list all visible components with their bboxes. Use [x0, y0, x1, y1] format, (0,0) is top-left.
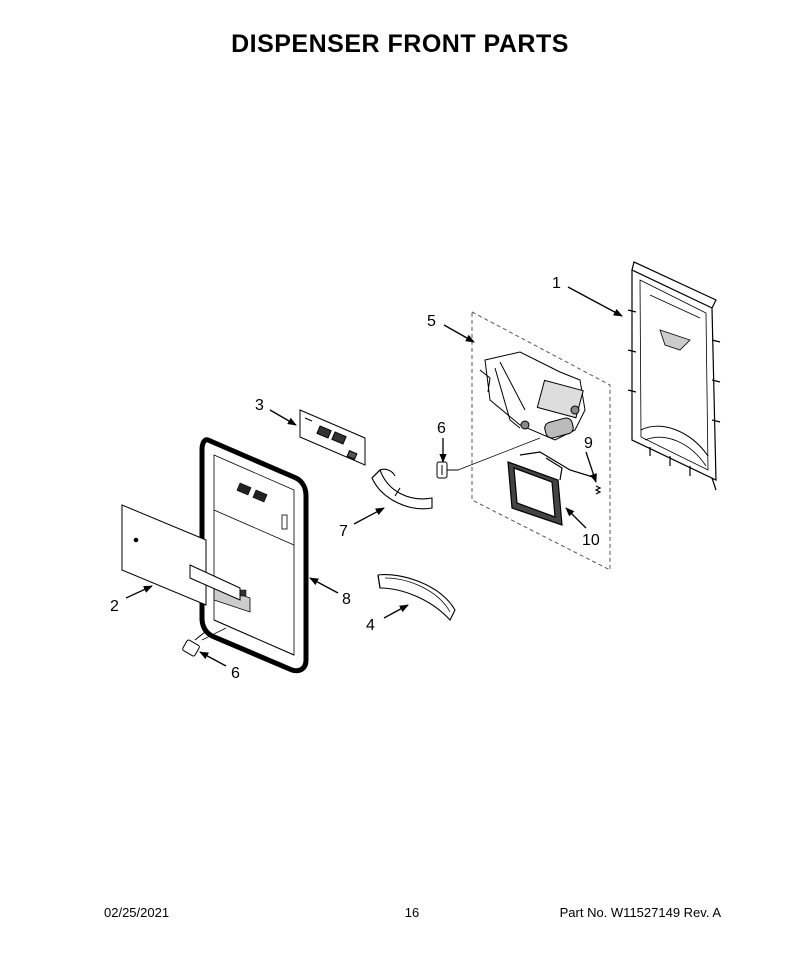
- part-9-spring: [594, 485, 602, 495]
- callout-8: 8: [342, 591, 351, 608]
- part-6-screw-upper: [436, 461, 458, 479]
- callout-2: 2: [110, 598, 119, 615]
- assembly-leader-lines: [201, 437, 541, 641]
- part-4-drip-tray: [377, 573, 456, 621]
- part-10-dispenser-paddle: [507, 451, 597, 526]
- part-5-actuator-assembly: [479, 351, 586, 441]
- callout-7: 7: [339, 523, 348, 540]
- part-6-screw-lower: [182, 631, 206, 657]
- page-title: DISPENSER FRONT PARTS: [231, 30, 569, 58]
- callout-5: 5: [427, 313, 436, 330]
- part-1-dispenser-housing: [627, 261, 721, 491]
- callout-arrows: [125, 286, 623, 667]
- part-2-shield-plate: [121, 504, 241, 606]
- callout-4: 4: [366, 617, 375, 634]
- callout-1: 1: [552, 275, 561, 292]
- callout-3: 3: [255, 397, 264, 414]
- callout-6-lower: 6: [231, 665, 240, 682]
- callout-9: 9: [584, 435, 593, 452]
- footer-page-number: 16: [404, 905, 420, 920]
- footer-date: 02/25/2021: [104, 905, 170, 920]
- footer-part-number: Part No. W11527149 Rev. A: [559, 905, 721, 920]
- part-7-bracket: [371, 468, 433, 510]
- callout-6-upper: 6: [437, 420, 446, 437]
- part-3-control-board: [299, 409, 366, 466]
- part-8-dispenser-front-panel: [199, 437, 309, 674]
- callout-10: 10: [582, 532, 600, 549]
